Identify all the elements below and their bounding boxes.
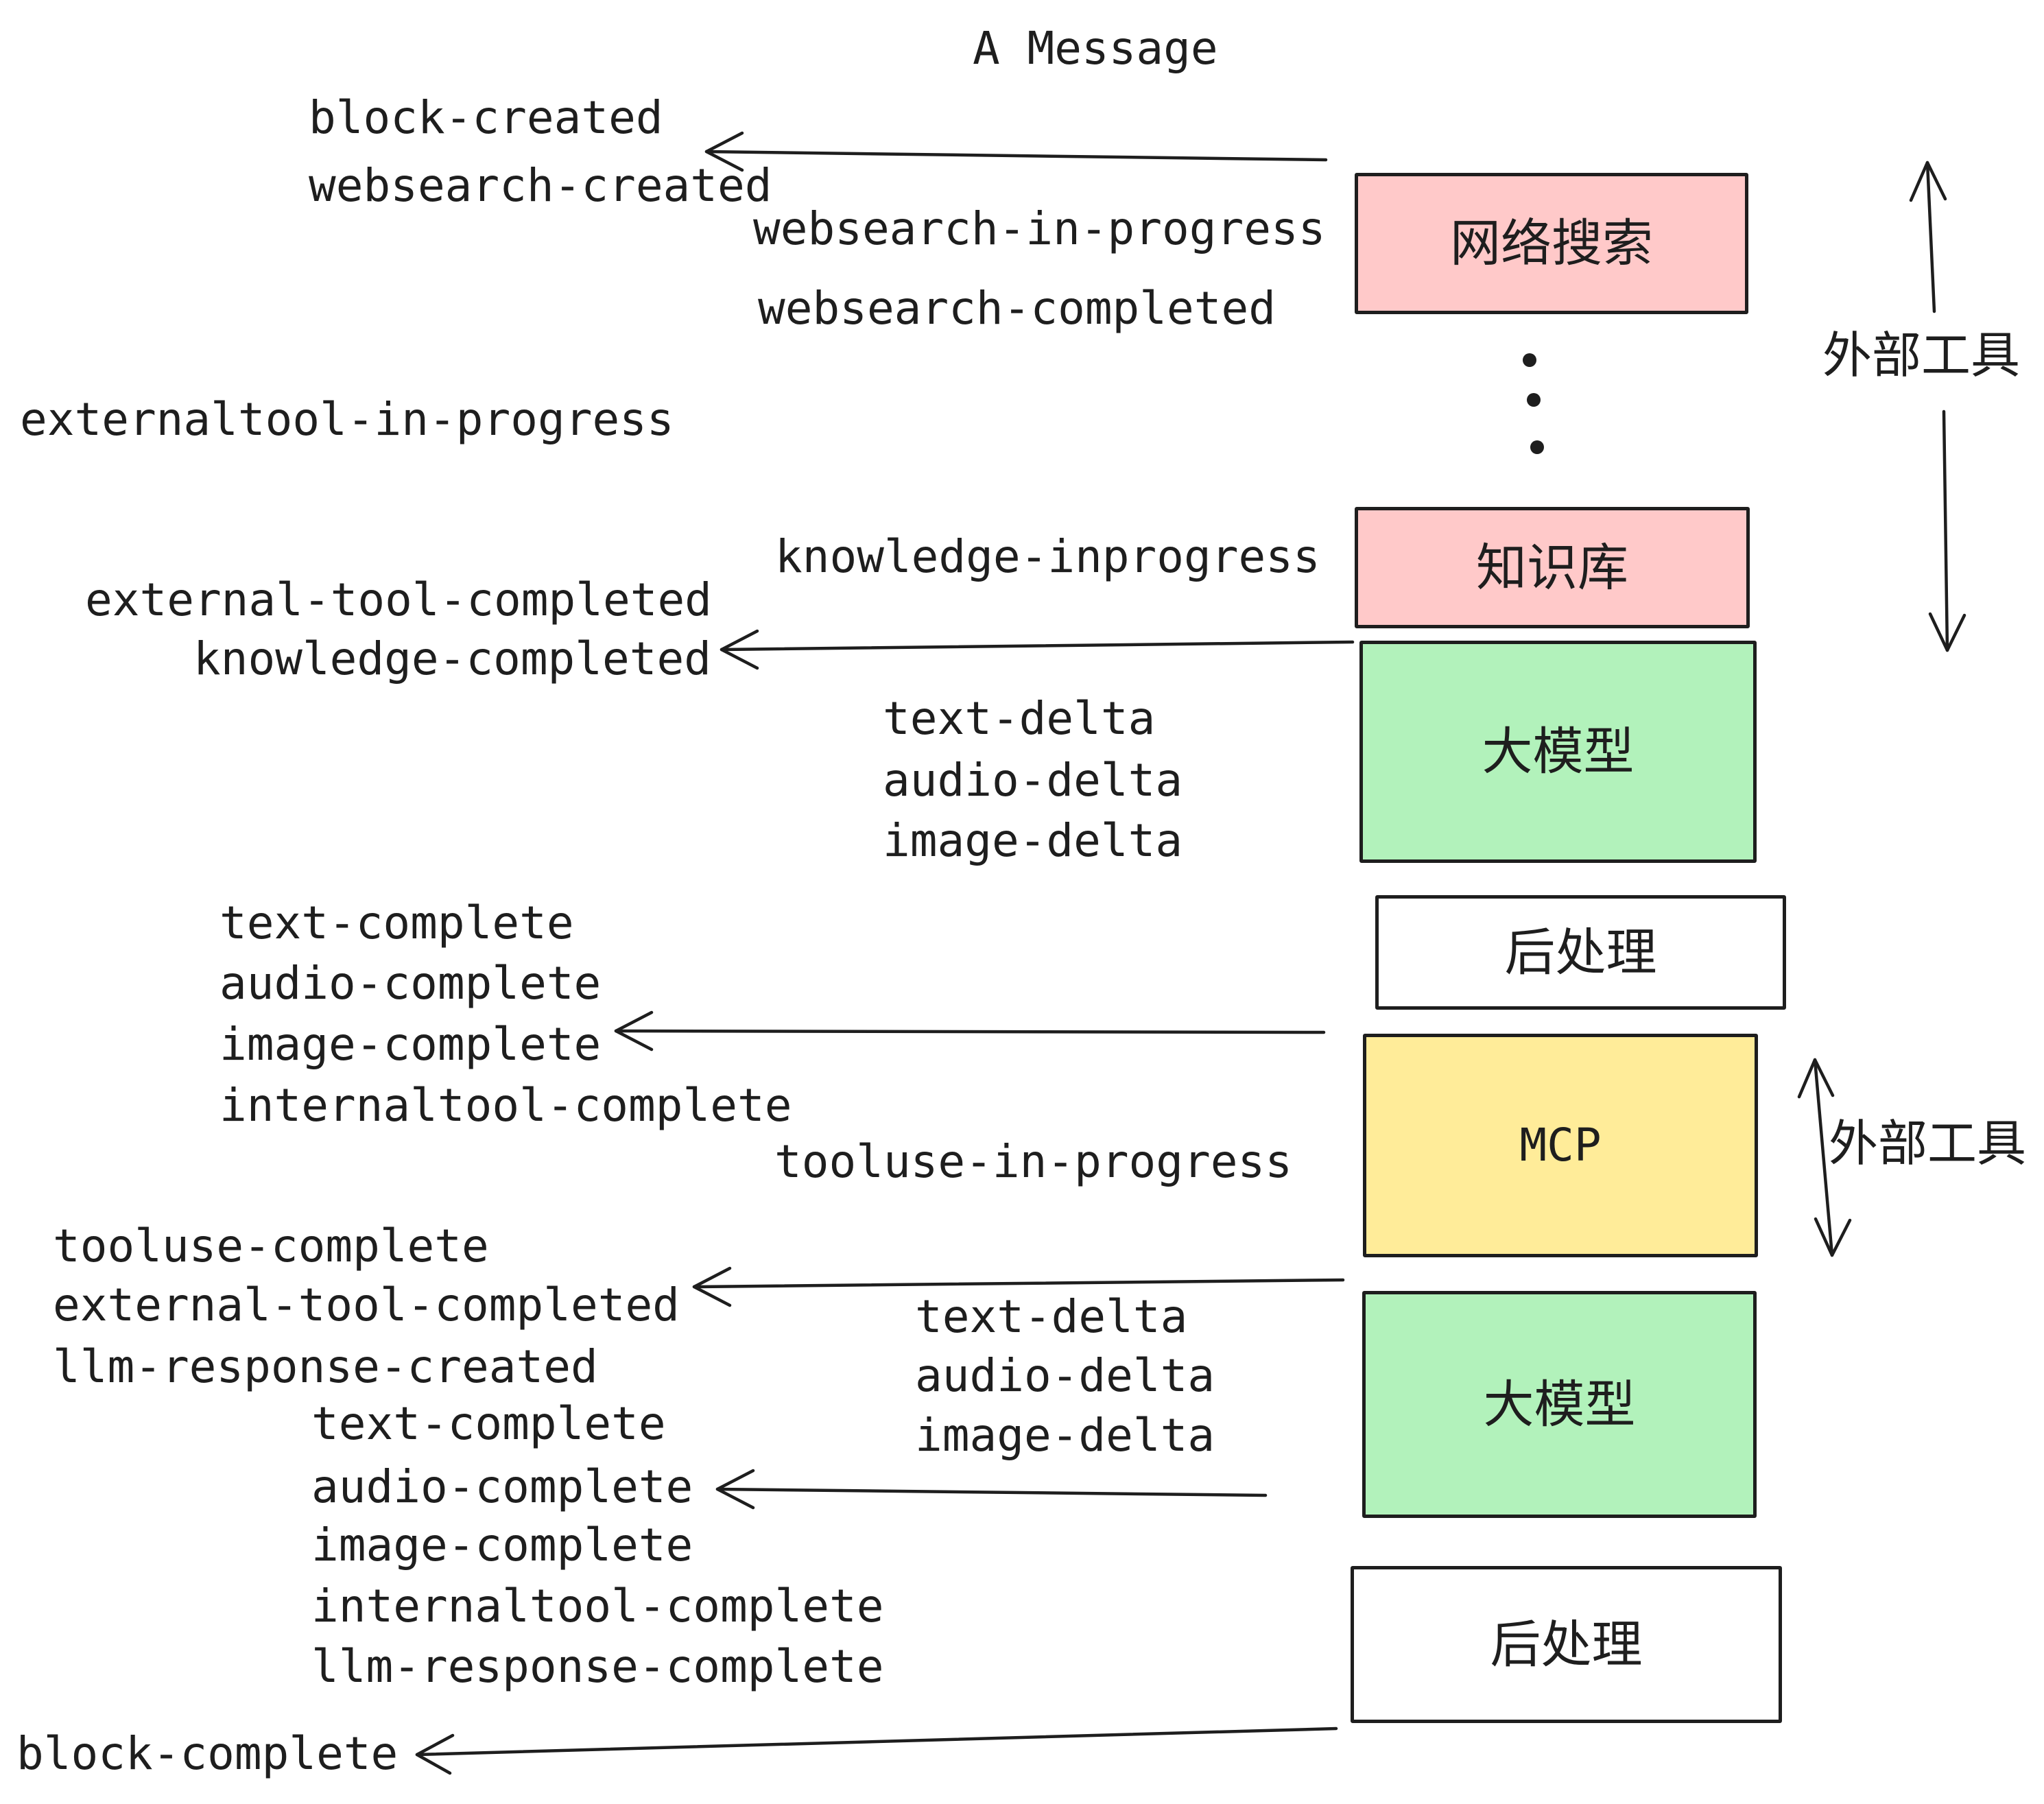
event-label-text-delta: text-delta — [883, 692, 1156, 745]
event-label-internaltool-complete: internaltool-complete — [219, 1079, 792, 1132]
event-label-knowledge-inprogress: knowledge-inprogress — [775, 530, 1320, 583]
event-label-audio-complete: audio-complete — [219, 957, 602, 1010]
event-label-audio-delta-2: audio-delta — [915, 1349, 1215, 1402]
event-label-internaltool-complete-2: internaltool-complete — [311, 1580, 884, 1633]
box-mcp: MCP — [1363, 1034, 1758, 1257]
event-label-tooluse-complete: tooluse-complete — [53, 1220, 489, 1272]
external-tools-label-2: 外部工具 — [1829, 1115, 2027, 1172]
box-knowledge-base: 知识库 — [1355, 507, 1750, 628]
event-label-image-complete: image-complete — [219, 1018, 602, 1071]
box-postprocess-1-label: 后处理 — [1504, 923, 1657, 982]
arrow-to-knowledge-completed — [720, 629, 1355, 670]
arrow-to-tooluse-complete — [692, 1266, 1345, 1307]
ellipsis-dots — [1523, 353, 1544, 454]
box-postprocess-2-label: 后处理 — [1490, 1615, 1643, 1674]
box-web-search-label: 网络搜索 — [1450, 214, 1653, 273]
event-label-text-complete: text-complete — [219, 897, 574, 949]
arrow-to-block-complete — [415, 1726, 1338, 1775]
event-label-websearch-in-progress: websearch-in-progress — [753, 202, 1326, 255]
event-label-externaltool-in-progress: externaltool-in-progress — [20, 393, 674, 446]
arrow-to-audio-complete — [715, 1469, 1268, 1510]
event-label-websearch-completed: websearch-completed — [758, 282, 1276, 335]
arrow-to-block-created — [704, 131, 1328, 172]
event-label-external-tool-completed-2: external-tool-completed — [53, 1279, 680, 1331]
external-tools-up-arrow — [1909, 161, 1947, 313]
event-label-tooluse-in-progress: tooluse-in-progress — [774, 1135, 1292, 1188]
box-web-search: 网络搜索 — [1355, 173, 1748, 314]
box-knowledge-base-label: 知识库 — [1476, 538, 1628, 597]
diagram-title: A Message — [973, 22, 1218, 75]
event-label-image-delta: image-delta — [883, 814, 1183, 867]
external-tools-label-1: 外部工具 — [1822, 327, 2021, 384]
event-label-block-created: block-created — [309, 91, 663, 144]
event-label-block-complete: block-complete — [16, 1727, 399, 1780]
box-postprocess-1: 后处理 — [1375, 895, 1786, 1010]
external-tools-double-arrow — [1797, 1058, 1852, 1257]
box-mcp-label: MCP — [1519, 1119, 1602, 1172]
event-label-text-delta-2: text-delta — [915, 1290, 1188, 1343]
box-llm-1: 大模型 — [1359, 641, 1757, 863]
event-label-audio-delta: audio-delta — [883, 754, 1183, 807]
external-tools-down-arrow — [1928, 410, 1966, 652]
arrow-to-image-complete — [614, 1010, 1326, 1052]
event-label-knowledge-completed: knowledge-completed — [193, 632, 711, 685]
box-llm-2-label: 大模型 — [1483, 1375, 1636, 1434]
event-label-websearch-created: websearch-created — [309, 159, 772, 212]
box-postprocess-2: 后处理 — [1351, 1566, 1782, 1723]
box-llm-2: 大模型 — [1362, 1291, 1757, 1518]
event-label-audio-complete-2: audio-complete — [311, 1460, 693, 1513]
box-llm-1-label: 大模型 — [1482, 722, 1635, 781]
event-label-llm-response-complete: llm-response-complete — [311, 1640, 884, 1693]
event-label-image-delta-2: image-delta — [915, 1409, 1215, 1462]
event-label-text-complete-2: text-complete — [311, 1397, 666, 1450]
event-label-llm-response-created: llm-response-created — [53, 1340, 598, 1393]
event-label-image-complete-2: image-complete — [311, 1519, 693, 1571]
event-label-external-tool-completed: external-tool-completed — [85, 573, 712, 626]
